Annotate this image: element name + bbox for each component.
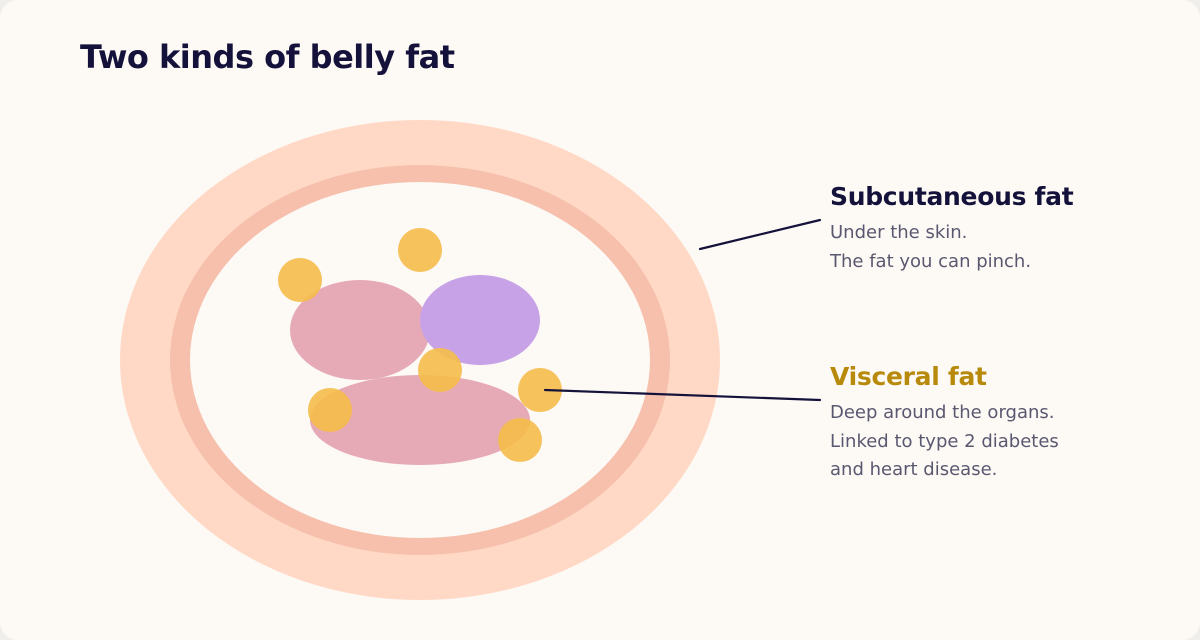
visceral-fat-blob [278,258,322,302]
subcutaneous-desc-line: Under the skin. [830,222,968,243]
visceral-fat-blob [498,418,542,462]
organ-purple [420,275,540,365]
visceral-desc-line: Linked to type 2 diabetes [830,430,1059,452]
subcutaneous-leader-line [698,218,822,251]
page-title: Two kinds of belly fat [80,38,455,76]
visceral-leader-line [543,388,822,402]
subcutaneous-heading: Subcutaneous fat [830,182,1074,211]
subcutaneous-desc-line: The fat you can pinch. [830,250,1032,272]
visceral-fat-blob [518,368,562,412]
visceral-label: Visceral fat Deep around the organs. Lin… [830,362,1059,485]
visceral-desc-line: Deep around the organs. [830,402,1055,423]
visceral-heading: Visceral fat [830,362,987,391]
organ-upper-left [290,280,430,380]
visceral-fat-blob [308,388,352,432]
visceral-fat-blob [418,348,462,392]
subcutaneous-label: Subcutaneous fat Under the skin. The fat… [830,182,1074,276]
visceral-fat-blob [398,228,442,272]
organ-lower [310,375,530,465]
visceral-desc-line: and heart disease. [830,459,998,480]
